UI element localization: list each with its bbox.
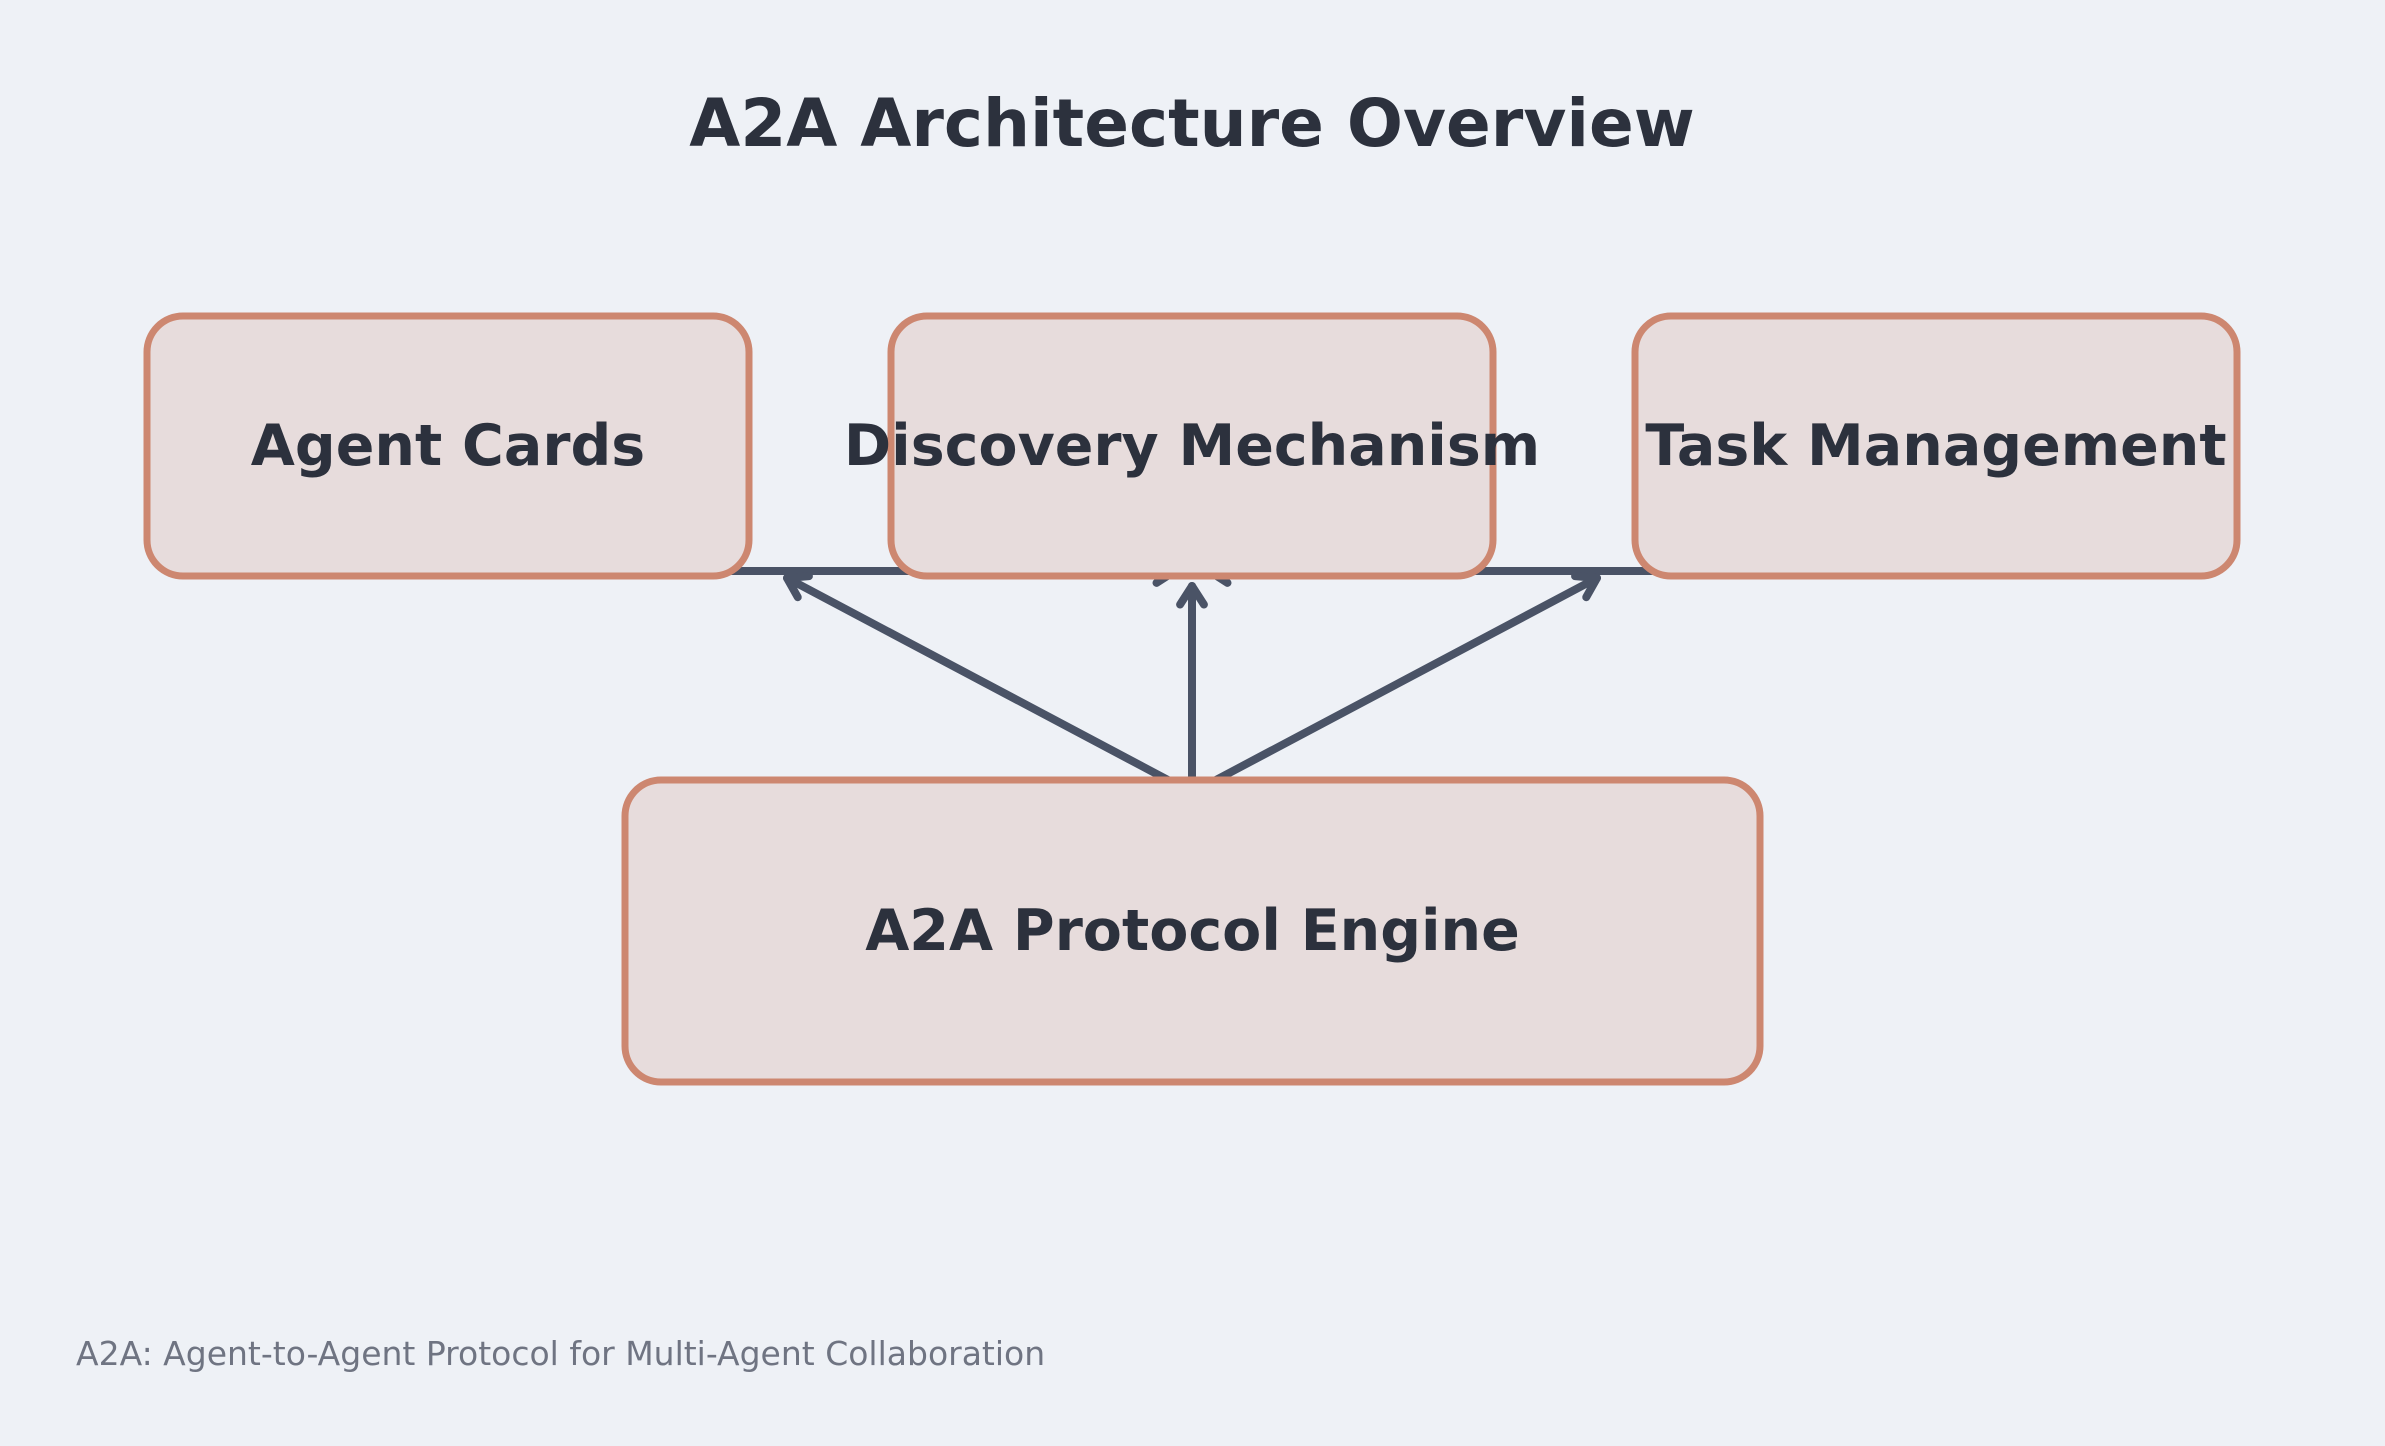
node-protocol-engine: A2A Protocol Engine <box>621 776 1764 1086</box>
node-box-agent-cards <box>143 312 753 580</box>
edges-layer <box>452 555 1932 793</box>
node-label-task-management: Task Management <box>1645 413 2226 479</box>
node-task-management: Task Management <box>1631 312 2241 580</box>
node-label-agent-cards: Agent Cards <box>251 413 645 479</box>
node-box-protocol-engine <box>621 776 1764 1086</box>
diagram-title: A2A Architecture Overview <box>689 85 1695 162</box>
arrowhead <box>1571 572 1601 602</box>
edge-line <box>783 574 1189 793</box>
edge-protocol-engine-to-discovery-mechanism <box>1176 582 1208 791</box>
node-agent-cards: Agent Cards <box>143 312 753 580</box>
node-discovery-mechanism: Discovery Mechanism <box>844 312 1540 580</box>
node-box-discovery-mechanism <box>887 312 1497 580</box>
arrowhead <box>1176 582 1208 609</box>
arrowhead <box>783 572 813 602</box>
diagram-caption: A2A: Agent-to-Agent Protocol for Multi-A… <box>76 1334 1046 1373</box>
edge-protocol-engine-to-agent-cards <box>783 572 1189 793</box>
edge-protocol-engine-to-task-management <box>1195 572 1601 793</box>
node-label-protocol-engine: A2A Protocol Engine <box>865 898 1520 964</box>
node-label-discovery-mechanism: Discovery Mechanism <box>844 413 1540 479</box>
nodes-layer: Agent Cards Discovery Mechanism Task Manag… <box>143 312 2241 1086</box>
node-box-task-management <box>1631 312 2241 580</box>
edge-line <box>1195 574 1601 793</box>
